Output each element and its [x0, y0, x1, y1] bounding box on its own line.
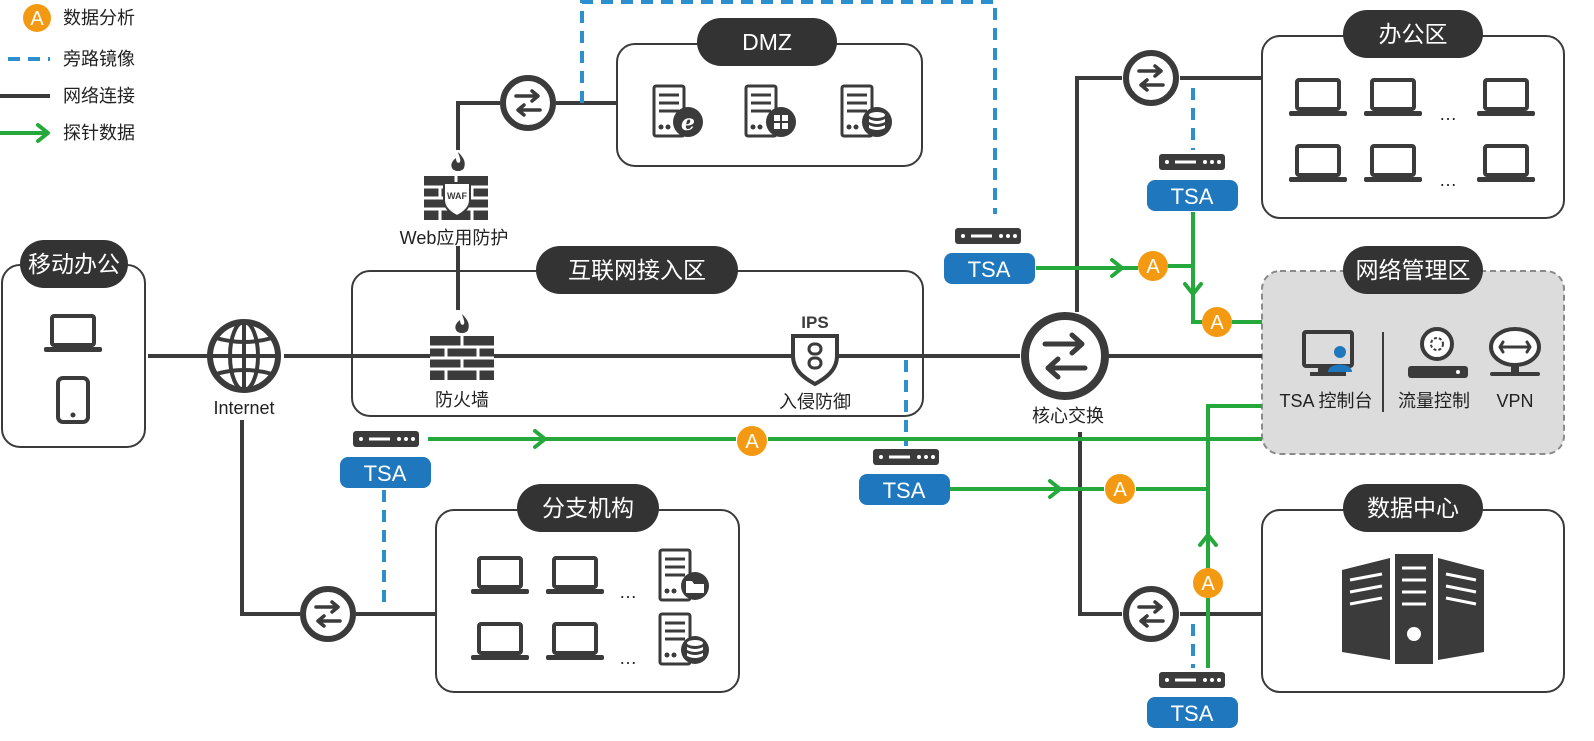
- branch-router-icon: [303, 589, 353, 639]
- tsa-badge-box: [340, 457, 431, 488]
- tsa-console-label: TSA 控制台: [1279, 391, 1372, 411]
- mgmt-zone-title: 网络管理区: [1356, 257, 1471, 283]
- tsa-device-icon: [1157, 152, 1227, 172]
- ellipsis: …: [1439, 170, 1457, 190]
- tsa-badge-label: TSA: [364, 461, 407, 486]
- legend-connection-label: 网络连接: [63, 86, 135, 106]
- probe-links: [428, 212, 1262, 668]
- console-monitor-icon: [1302, 330, 1354, 376]
- legend-analysis-icon: [23, 4, 51, 32]
- tsa-badge-label: TSA: [968, 257, 1011, 282]
- datacenter-router-icon: [1126, 589, 1176, 639]
- internet-globe-icon: [207, 319, 281, 393]
- mirror-links: [382, 0, 1195, 668]
- vpn-label: VPN: [1496, 391, 1533, 411]
- user-icon: [1328, 346, 1352, 372]
- svg-text:e: e: [681, 110, 695, 136]
- ie-browser-icon: e: [673, 107, 703, 137]
- tsa-badge-label: TSA: [1171, 184, 1214, 209]
- server-rack-icon: [1342, 554, 1484, 664]
- ellipsis: …: [619, 582, 637, 602]
- analysis-marker: [1202, 307, 1232, 337]
- dmz-zone-title-pill: [697, 18, 837, 66]
- vpn-icon: [1489, 327, 1541, 376]
- database-icon: [681, 636, 709, 664]
- probe-arrowheads: [533, 258, 1218, 547]
- tsa-device-icon: [953, 226, 1023, 246]
- database-icon: [862, 107, 892, 137]
- branch-zone-box: [435, 509, 740, 693]
- waf-flame-icon: [451, 152, 465, 171]
- firewall-icon: [428, 334, 496, 382]
- mgmt-zone-title-pill: [1343, 246, 1483, 294]
- folder-icon: [681, 572, 709, 600]
- network-connections: [148, 76, 1262, 616]
- ips-badge: IPS: [801, 313, 828, 332]
- waf-badge: WAF: [447, 191, 467, 201]
- internet-zone-title-pill: [536, 246, 738, 294]
- flow-control-icon: [1408, 327, 1468, 378]
- tsa-badge-label: TSA: [883, 478, 926, 503]
- firewall-label: 防火墙: [435, 390, 489, 410]
- analysis-marker-label: A: [1201, 573, 1215, 595]
- legend-mirror-label: 旁路镜像: [63, 49, 135, 69]
- legend: A 数据分析 旁路镜像 网络连接 探针数据: [0, 4, 135, 143]
- dmz-zone-title: DMZ: [742, 29, 792, 55]
- mobile-zone-box: [1, 264, 146, 448]
- tsa-device-icon: [351, 429, 421, 449]
- mobile-zone-title: 移动办公: [28, 251, 120, 277]
- tsa-badge-label: TSA: [1171, 701, 1214, 726]
- flow-control-label: 流量控制: [1398, 391, 1470, 411]
- core-switch-label: 核心交换: [1032, 406, 1104, 426]
- branch-zone-title-pill: [517, 484, 659, 532]
- internet-label: Internet: [213, 398, 274, 418]
- analysis-marker-label: A: [1146, 256, 1160, 278]
- legend-probe-icon: [0, 123, 50, 143]
- office-zone-title-pill: [1343, 10, 1483, 58]
- ellipsis: …: [1439, 104, 1457, 124]
- internet-zone-title: 互联网接入区: [568, 257, 706, 283]
- analysis-marker: [1105, 474, 1135, 504]
- tsa-device-icon: [871, 447, 941, 467]
- analysis-marker-label: A: [1113, 479, 1127, 501]
- waf-label: Web应用防护: [400, 228, 509, 248]
- analysis-marker: [737, 426, 767, 456]
- analysis-marker-label: A: [745, 431, 759, 453]
- tsa-badge-box: [1147, 697, 1238, 728]
- tsa-badge-box: [944, 253, 1035, 284]
- office-router-icon: [1126, 53, 1176, 103]
- windows-icon: [766, 107, 796, 137]
- analysis-marker-label: A: [1210, 312, 1224, 334]
- legend-probe-label: 探针数据: [63, 123, 135, 143]
- legend-analysis-mark: A: [30, 8, 44, 30]
- mobile-zone-title-pill: [20, 240, 128, 288]
- tablet-icon: [56, 376, 90, 424]
- tsa-device-icon: [1157, 670, 1227, 690]
- datacenter-zone-title-pill: [1343, 484, 1483, 532]
- analysis-marker: [1193, 568, 1223, 598]
- ips-shield-icon: [791, 334, 839, 387]
- ips-label: 入侵防御: [779, 392, 851, 412]
- dmz-router-icon: [503, 78, 553, 128]
- tsa-badge-box: [1147, 180, 1238, 211]
- legend-analysis-label: 数据分析: [63, 8, 135, 28]
- tsa-badge-box: [859, 474, 950, 505]
- core-switch-icon: [1021, 312, 1109, 400]
- waf-shield-icon: [443, 182, 471, 218]
- ellipsis: …: [619, 648, 637, 668]
- office-zone-title: 办公区: [1379, 21, 1448, 47]
- datacenter-zone-title: 数据中心: [1367, 495, 1459, 521]
- branch-zone-title: 分支机构: [542, 495, 634, 521]
- analysis-marker: [1138, 251, 1168, 281]
- office-zone-box: [1261, 35, 1565, 219]
